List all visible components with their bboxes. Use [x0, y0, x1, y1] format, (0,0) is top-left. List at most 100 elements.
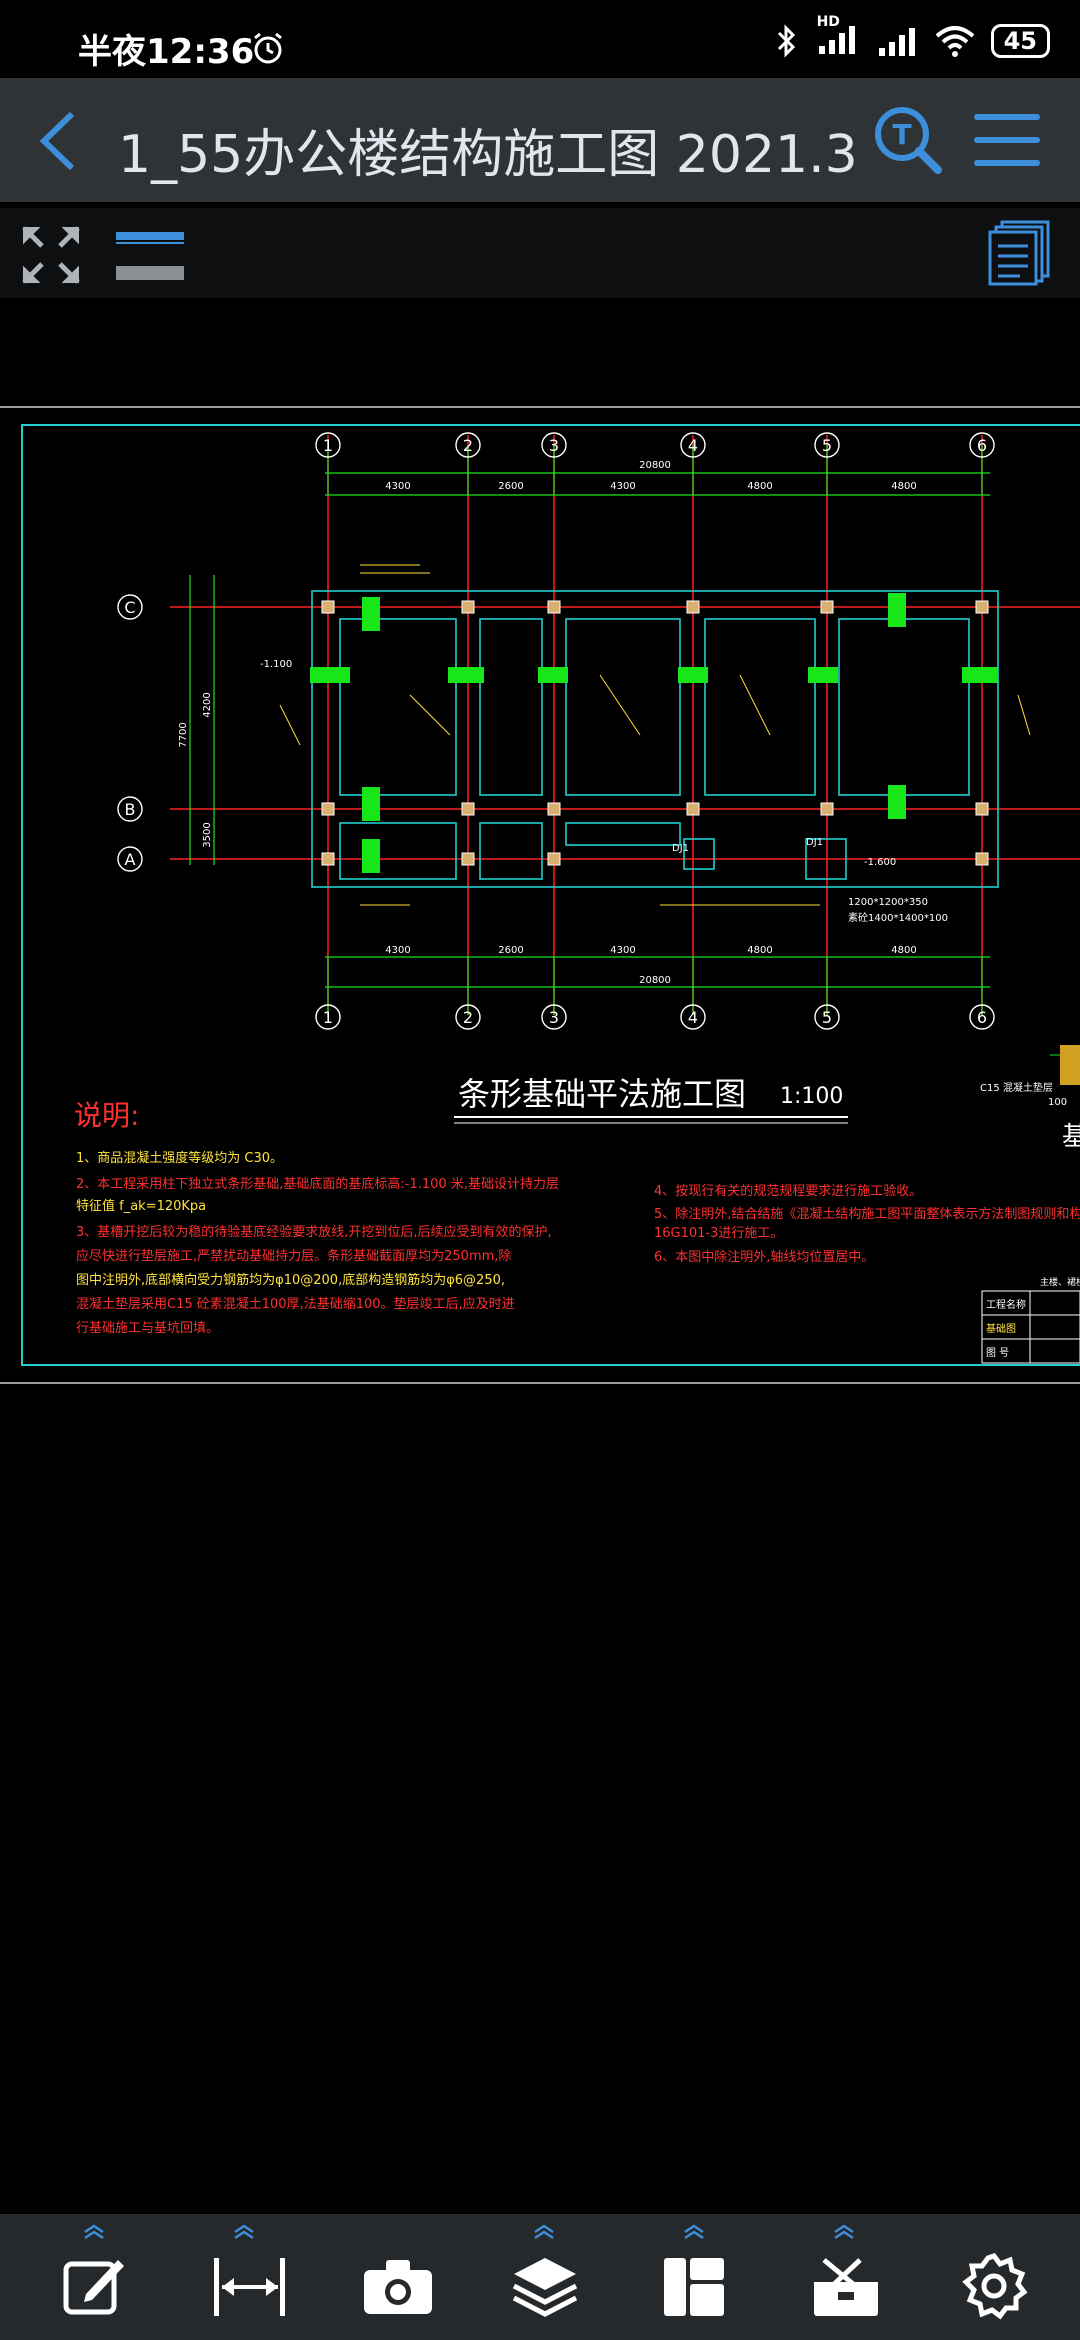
svg-text:16G101-3进行施工。: 16G101-3进行施工。: [654, 1226, 783, 1241]
chevron-up-icon: [84, 2224, 104, 2240]
svg-text:A: A: [125, 850, 136, 869]
status-time: 半夜12:36: [78, 32, 255, 72]
chevron-up-icon: [684, 2224, 704, 2240]
svg-text:基础图: 基础图: [986, 1322, 1016, 1335]
text-search-icon[interactable]: T: [872, 104, 944, 176]
back-icon[interactable]: [34, 106, 84, 176]
notes-title: 说明:: [74, 1099, 139, 1132]
camera-icon: [364, 2260, 432, 2314]
svg-text:1: 1: [323, 436, 333, 455]
svg-text:主楼、裙楼: 主楼、裙楼: [1040, 1276, 1080, 1288]
svg-text:4800: 4800: [747, 481, 772, 492]
settings-tool-button[interactable]: [944, 2224, 1044, 2334]
layers-tool-button[interactable]: [494, 2224, 594, 2334]
svg-text:DJ1: DJ1: [672, 843, 689, 854]
svg-text:2: 2: [463, 1008, 473, 1027]
foundation-strips: [311, 590, 999, 888]
svg-text:应尽快进行垫层施工,严禁扰动基础持力层。条形基础截面厚均为2: 应尽快进行垫层施工,严禁扰动基础持力层。条形基础截面厚均为250mm,除: [76, 1248, 511, 1264]
svg-text:C: C: [124, 598, 135, 617]
svg-text:1200*1200*350: 1200*1200*350: [848, 897, 928, 908]
svg-text:4200: 4200: [202, 692, 213, 717]
signal-icon: HD: [815, 14, 859, 60]
measure-tool-button[interactable]: [194, 2224, 294, 2334]
battery-indicator: 45: [990, 24, 1050, 58]
gear-icon: [962, 2253, 1028, 2320]
layers-icon: [512, 2258, 578, 2317]
svg-text:4300: 4300: [610, 945, 635, 956]
svg-text:5、除注明外,结合结施《混凝土结构施工图平面整体表示方法制图: 5、除注明外,结合结施《混凝土结构施工图平面整体表示方法制图规则和构造详图》: [654, 1206, 1080, 1222]
svg-text:基: 基: [1062, 1122, 1080, 1152]
svg-text:图 号: 图 号: [986, 1347, 1009, 1359]
svg-text:4: 4: [688, 436, 698, 455]
svg-text:6: 6: [977, 436, 987, 455]
svg-text:5: 5: [822, 436, 832, 455]
axis-bubbles-bottom: 1 2 3 4 5 6: [315, 1004, 995, 1030]
wifi-icon: [935, 26, 974, 57]
svg-text:3500: 3500: [202, 822, 213, 847]
bluetooth-icon: [777, 24, 795, 58]
svg-text:4300: 4300: [385, 945, 410, 956]
svg-text:DJ1: DJ1: [806, 837, 823, 848]
edit-icon: [63, 2260, 124, 2315]
svg-text:20800: 20800: [639, 460, 671, 471]
svg-text:100: 100: [1048, 1097, 1067, 1108]
svg-text:T: T: [892, 118, 911, 151]
svg-text:-1.100: -1.100: [260, 659, 292, 670]
svg-text:7700: 7700: [178, 722, 189, 747]
svg-text:行基础施工与基坑回填。: 行基础施工与基坑回填。: [76, 1321, 219, 1336]
svg-text:3: 3: [549, 1008, 559, 1027]
svg-text:4300: 4300: [385, 481, 410, 492]
toolbox-tool-button[interactable]: [794, 2224, 894, 2334]
document-title: 1_55办公楼结构施工图 2021.3: [118, 125, 858, 185]
layout-icon: [664, 2258, 724, 2316]
axis-bubbles-rows: C B A: [117, 594, 143, 872]
columns: [321, 600, 989, 866]
svg-text:-1.600: -1.600: [864, 857, 896, 868]
menu-icon[interactable]: [972, 108, 1042, 172]
svg-text:1: 1: [323, 1008, 333, 1027]
chevron-up-icon: [534, 2224, 554, 2240]
fullscreen-icon[interactable]: [18, 222, 84, 288]
svg-text:素砼1400*1400*100: 素砼1400*1400*100: [848, 911, 948, 924]
svg-text:2、本工程采用柱下独立式条形基础,基础底面的基底标高:-1.: 2、本工程采用柱下独立式条形基础,基础底面的基底标高:-1.100 米,基础设计…: [76, 1176, 559, 1192]
svg-text:图中注明外,底部横向受力钢筋均为φ10@200,底部构造钢筋: 图中注明外,底部横向受力钢筋均为φ10@200,底部构造钢筋均为φ6@250,: [76, 1272, 505, 1288]
status-bar: 半夜12:36 HD 45: [0, 0, 1080, 78]
view-toolstrip: [0, 208, 1080, 298]
plan-title: 条形基础平法施工图: [458, 1075, 746, 1113]
svg-text:4800: 4800: [891, 945, 916, 956]
svg-text:6: 6: [977, 1008, 987, 1027]
title-block: 主楼、裙楼 工程名称 基础图 图 号: [981, 1276, 1080, 1364]
svg-text:6、本图中除注明外,轴线均位置居中。: 6、本图中除注明外,轴线均位置居中。: [654, 1250, 874, 1265]
edit-tool-button[interactable]: [44, 2224, 144, 2334]
svg-text:特征值 f_ak=120Kpa: 特征值 f_ak=120Kpa: [76, 1198, 206, 1214]
drawing-border: [21, 424, 1080, 1366]
svg-text:混凝土垫层采用C15 砼素混凝土100厚,法基础缩100。垫: 混凝土垫层采用C15 砼素混凝土100厚,法基础缩100。垫层竣工后,应及时进: [76, 1296, 515, 1312]
svg-text:2600: 2600: [498, 945, 523, 956]
svg-text:2: 2: [463, 436, 473, 455]
plan-scale: 1:100: [780, 1084, 843, 1109]
axis-bubbles-top: 1 2 3 4 5 6: [315, 432, 995, 458]
signal-icon-2: [878, 28, 915, 56]
bottom-toolbar: [0, 2214, 1080, 2340]
axis-grid: [170, 435, 1080, 1015]
svg-text:C15 混凝土垫层: C15 混凝土垫层: [980, 1081, 1053, 1094]
svg-text:4800: 4800: [891, 481, 916, 492]
screenshot-tool-button[interactable]: [344, 2224, 444, 2334]
notes-right: 4、按现行有关的规范规程要求进行施工验收。 5、除注明外,结合结施《混凝土结构施…: [654, 1183, 1080, 1265]
chevron-up-icon: [234, 2224, 254, 2240]
toolbox-icon: [814, 2258, 878, 2316]
pages-icon[interactable]: [986, 220, 1052, 286]
layer-toggle-icon[interactable]: [114, 226, 186, 286]
svg-text:20800: 20800: [639, 975, 671, 986]
title-bar: 1_55办公楼结构施工图 2021.3 T: [0, 78, 1080, 202]
notes-left: 1、商品混凝土强度等级均为 C30。 2、本工程采用柱下独立式条形基础,基础底面…: [76, 1150, 559, 1336]
alarm-icon: [254, 32, 282, 64]
svg-text:4: 4: [688, 1008, 698, 1027]
svg-text:5: 5: [822, 1008, 832, 1027]
layout-tool-button[interactable]: [644, 2224, 744, 2334]
svg-text:4800: 4800: [747, 945, 772, 956]
cad-drawing[interactable]: 1 2 3 4 5 6 1 2 3 4 5 6 C B A 4300 2600 …: [0, 405, 1080, 1385]
svg-text:B: B: [125, 800, 136, 819]
svg-text:工程名称: 工程名称: [986, 1298, 1026, 1311]
svg-text:1、商品混凝土强度等级均为 C30。: 1、商品混凝土强度等级均为 C30。: [76, 1150, 283, 1166]
